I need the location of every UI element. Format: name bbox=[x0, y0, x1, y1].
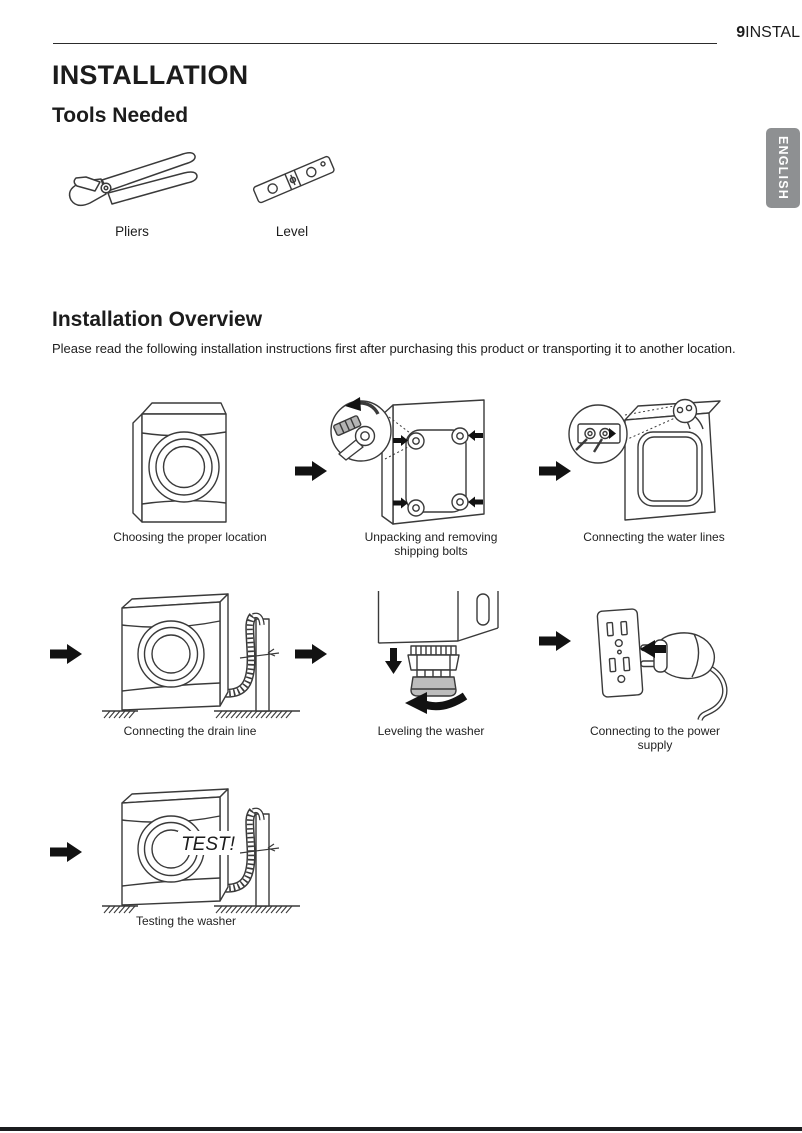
step-caption: Testing the washer bbox=[135, 914, 237, 928]
flow-arrow-icon bbox=[50, 842, 82, 862]
tools-heading: Tools Needed bbox=[52, 104, 189, 127]
step-caption: Connecting the water lines bbox=[583, 530, 725, 544]
level-illustration bbox=[252, 155, 335, 204]
drain-line-illustration bbox=[102, 593, 300, 719]
shipping-bolts-illustration bbox=[330, 397, 485, 525]
testing-washer-illustration: TEST! bbox=[102, 788, 300, 914]
flow-arrow-icon bbox=[50, 644, 82, 664]
overview-intro: Please read the following installation i… bbox=[52, 341, 736, 356]
step-caption: Connecting the drain line bbox=[123, 724, 257, 738]
step-caption: Unpacking and removing shipping bolts bbox=[364, 530, 498, 558]
pliers-illustration bbox=[68, 152, 198, 207]
tool-label-level: Level bbox=[275, 224, 309, 239]
water-lines-illustration bbox=[568, 398, 721, 521]
test-label: TEST! bbox=[181, 834, 236, 855]
step-caption: Connecting to the power supply bbox=[589, 724, 721, 752]
header-rule bbox=[53, 43, 717, 44]
tool-label-pliers: Pliers bbox=[115, 224, 149, 239]
step-caption: Choosing the proper location bbox=[113, 530, 267, 544]
washer-front-illustration bbox=[132, 402, 227, 523]
page-number: 9 bbox=[736, 24, 746, 41]
header-section-title: INSTAL bbox=[745, 24, 800, 41]
page-bottom-rule bbox=[0, 1127, 802, 1131]
flow-arrow-icon bbox=[539, 631, 571, 651]
flow-arrow-icon bbox=[295, 461, 327, 481]
power-supply-illustration bbox=[596, 608, 728, 721]
language-tab: ENGLISH bbox=[766, 128, 800, 208]
page-title: INSTALLATION bbox=[52, 60, 249, 90]
leveling-illustration bbox=[377, 591, 499, 714]
overview-heading: Installation Overview bbox=[52, 308, 263, 331]
flow-arrow-icon bbox=[295, 644, 327, 664]
page-header: 9INSTAL bbox=[0, 24, 800, 42]
flow-arrow-icon bbox=[539, 461, 571, 481]
language-tab-label: ENGLISH bbox=[776, 136, 790, 200]
step-caption: Leveling the washer bbox=[377, 724, 485, 738]
